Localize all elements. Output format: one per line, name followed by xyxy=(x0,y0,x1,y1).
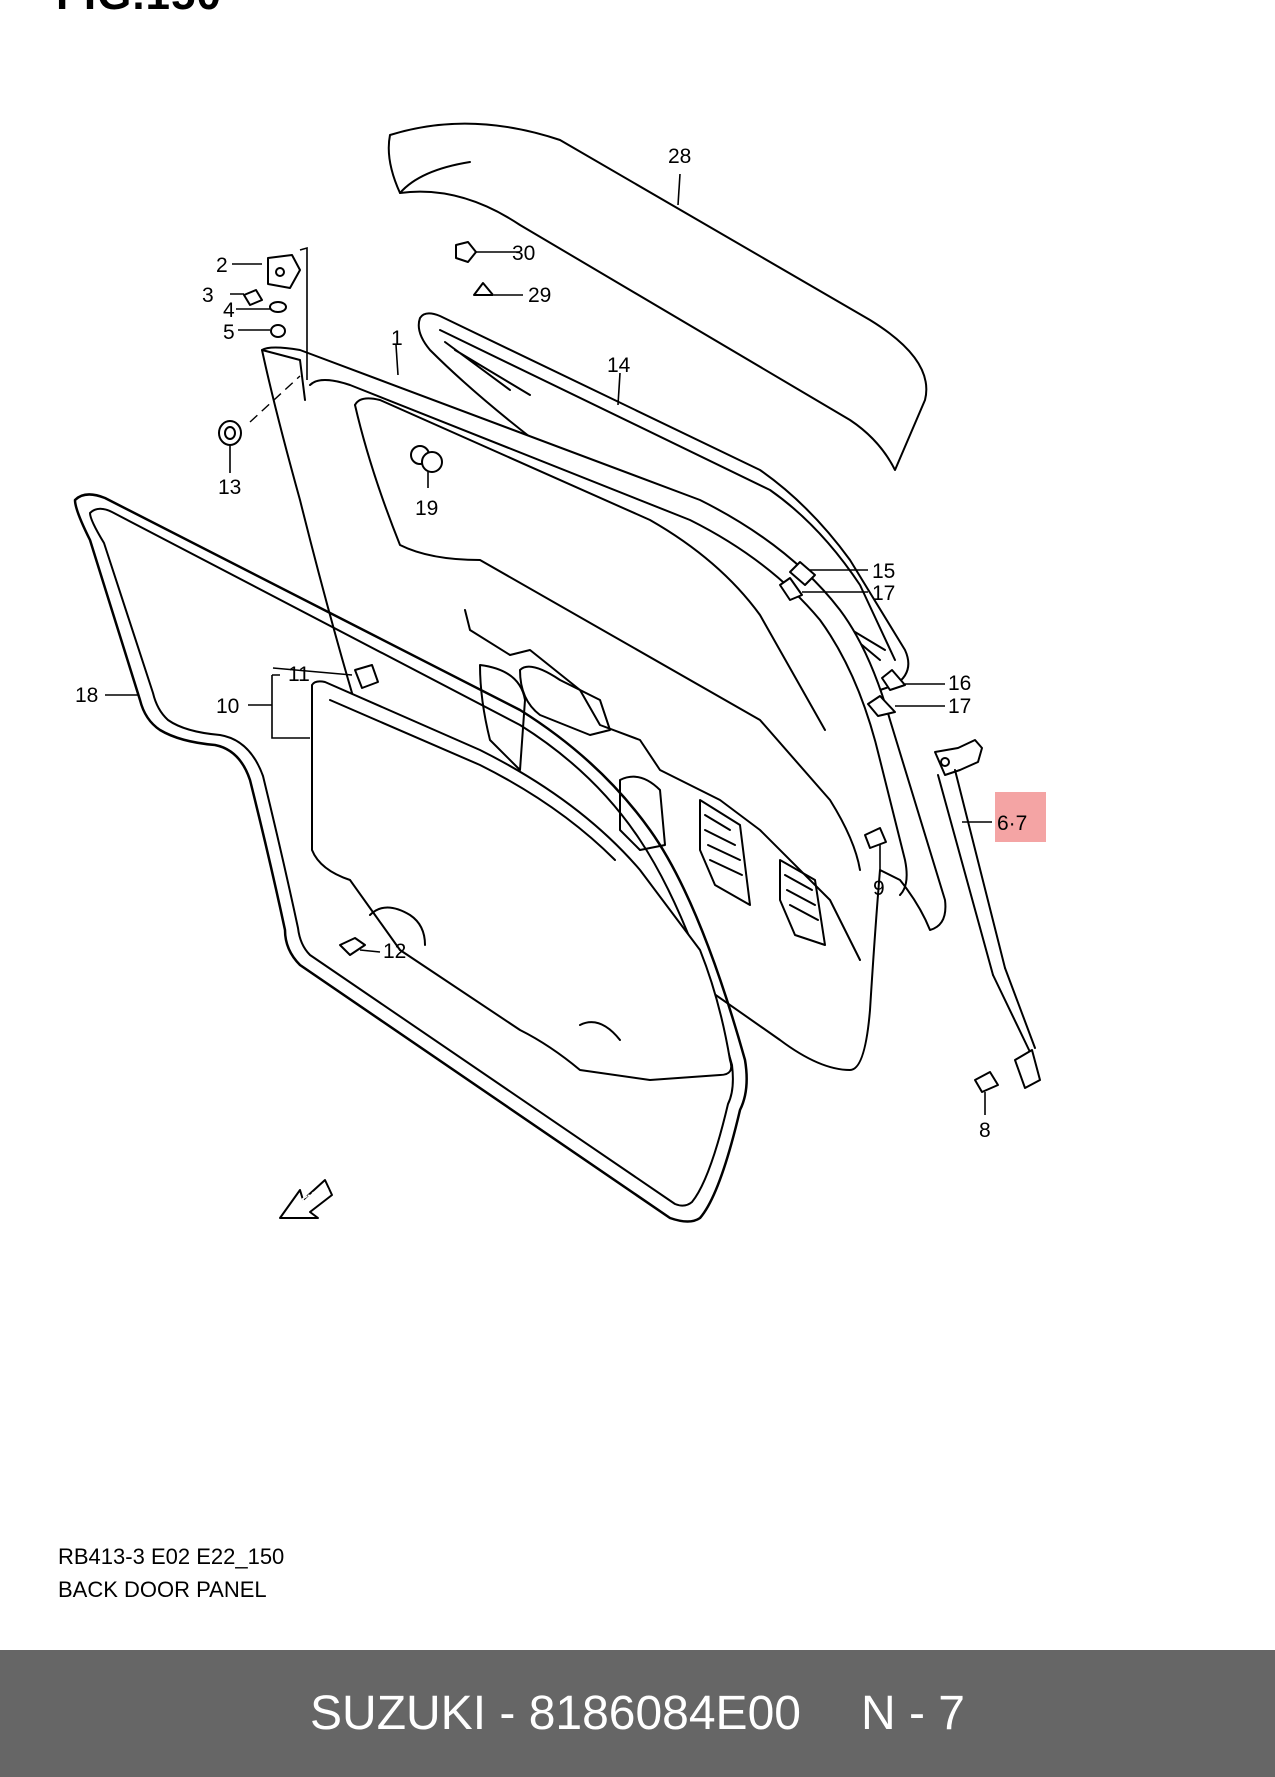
callout-28: 28 xyxy=(668,145,691,168)
clip-17a-part xyxy=(779,577,803,601)
trim-panel-part xyxy=(311,680,733,1081)
callout-4: 4 xyxy=(223,299,235,322)
callout-numbers: 28 30 29 2 3 4 5 1 14 13 19 15 17 18 11 … xyxy=(75,145,1027,1142)
callout-5: 5 xyxy=(223,321,235,344)
clip-11-part xyxy=(354,664,379,689)
footer-bar: SUZUKI - 8186084E00 N - 7 xyxy=(0,1650,1275,1777)
pin-9-part xyxy=(864,827,887,849)
callout-17b: 17 xyxy=(948,695,971,718)
callout-19: 19 xyxy=(415,497,438,520)
callout-13: 13 xyxy=(218,476,241,499)
bumper-19-part xyxy=(410,445,443,473)
spoiler-part xyxy=(387,122,928,471)
grommet-13-part xyxy=(218,420,242,446)
callout-8: 8 xyxy=(979,1119,991,1142)
callout-29: 29 xyxy=(528,284,551,307)
callout-17a: 17 xyxy=(872,582,895,605)
clip-17b-part xyxy=(867,695,896,717)
callout-18: 18 xyxy=(75,684,98,707)
callout-12: 12 xyxy=(383,940,406,963)
bolt-8-part xyxy=(974,1071,999,1093)
clip-16-part xyxy=(881,669,906,691)
fwd-arrow: FWD xyxy=(279,1179,333,1219)
footer-position: N - 7 xyxy=(860,1687,965,1740)
weatherstrip-part xyxy=(73,493,748,1223)
diagram-name: BACK DOOR PANEL xyxy=(58,1577,267,1602)
back-door-panel-diagram: FWD 28 30 29 2 3 4 5 1 14 xyxy=(73,122,1046,1223)
callout-highlight-box xyxy=(995,792,1046,842)
callout-6-7: 6·7 xyxy=(997,812,1027,835)
callout-3: 3 xyxy=(202,284,214,307)
callout-14: 14 xyxy=(607,354,631,377)
callout-11: 11 xyxy=(288,663,310,686)
callout-2: 2 xyxy=(216,254,228,277)
nut-5-part xyxy=(270,324,286,338)
callout-30: 30 xyxy=(512,242,535,265)
hinge-part xyxy=(267,254,301,289)
callout-15: 15 xyxy=(872,560,895,583)
leader-lines xyxy=(105,173,992,1115)
gas-strut-part xyxy=(934,739,1041,1089)
bolt-3-part xyxy=(243,289,263,306)
callout-16: 16 xyxy=(948,672,971,695)
nut-30-part xyxy=(455,241,477,263)
footer-part-number: SUZUKI - 8186084E00 xyxy=(310,1687,801,1740)
washer-4-part xyxy=(269,301,287,313)
figure-title: FIG.150 xyxy=(56,0,222,20)
diagram-code: RB413-3 E02 E22_150 xyxy=(58,1544,285,1569)
screw-12-part xyxy=(339,937,366,956)
back-door-outer-part xyxy=(261,346,947,1071)
clip-15-part xyxy=(789,561,816,586)
callout-9: 9 xyxy=(873,877,885,900)
callout-1: 1 xyxy=(391,327,403,350)
clip-29-part xyxy=(473,282,494,296)
callout-10: 10 xyxy=(216,695,239,718)
